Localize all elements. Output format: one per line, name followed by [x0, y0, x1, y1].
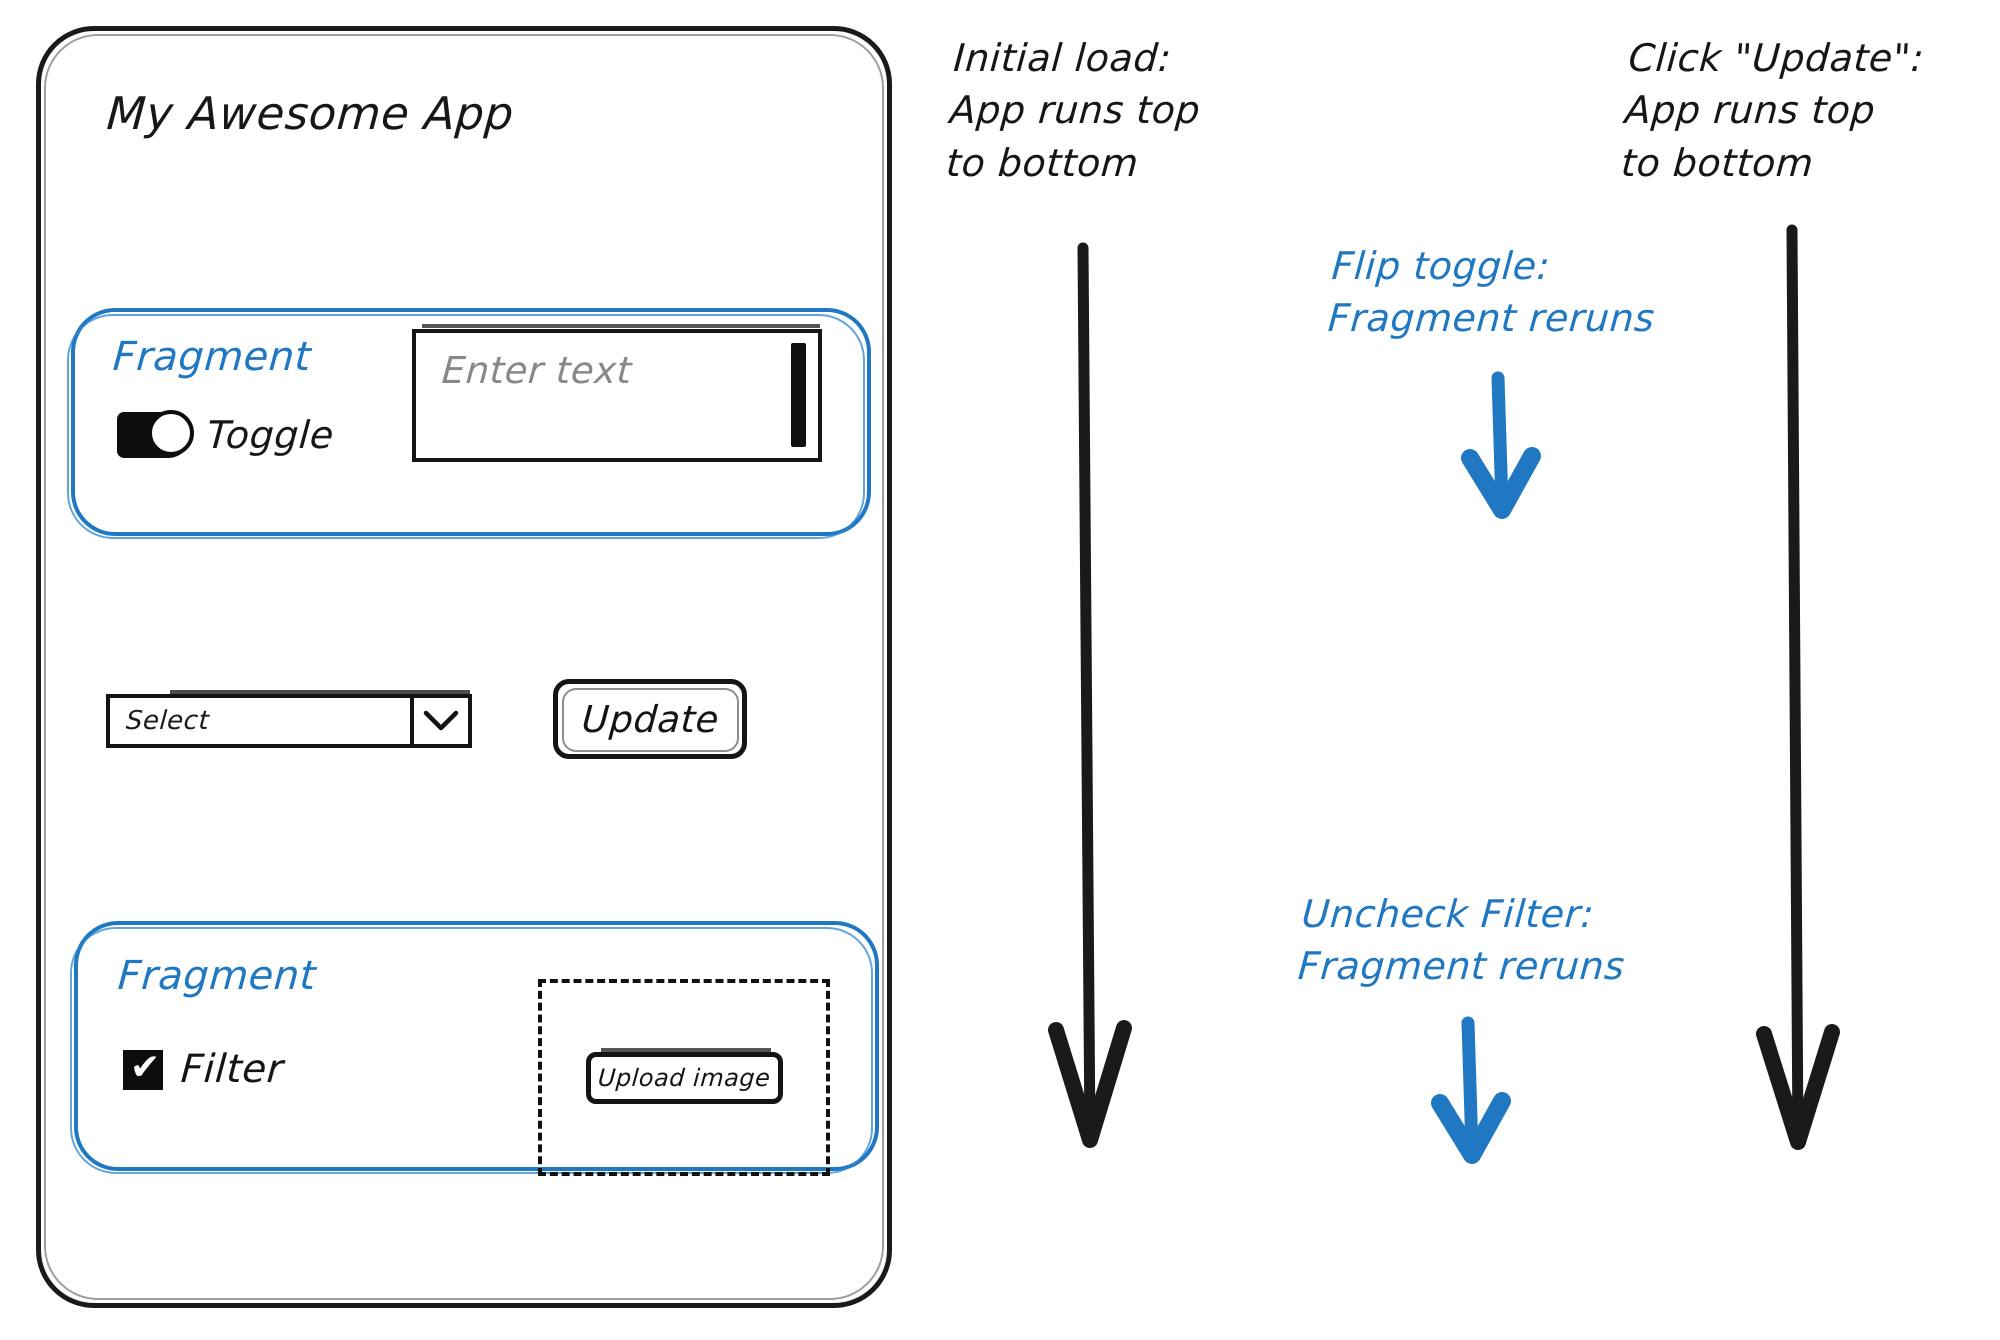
update-button[interactable]: Update	[553, 679, 747, 759]
upload-dropzone[interactable]: Upload image	[538, 979, 830, 1176]
upload-image-button-label: Upload image	[596, 1063, 772, 1092]
app-window-frame: My Awesome App Fragment Toggle Enter tex…	[36, 26, 892, 1308]
filter-row[interactable]: ✔ Filter	[123, 1046, 286, 1092]
text-input-placeholder: Enter text	[440, 349, 634, 392]
upload-image-button[interactable]: Upload image	[585, 1047, 783, 1104]
toggle-row[interactable]: Toggle	[117, 410, 336, 458]
filter-label: Filter	[179, 1047, 286, 1092]
fragment-label-top: Fragment	[111, 334, 313, 380]
arrow-initial-load-down	[1048, 242, 1132, 1148]
arrow-uncheck-filter-down	[1431, 1016, 1511, 1164]
text-input[interactable]: Enter text	[412, 324, 822, 462]
update-button-label: Update	[579, 697, 721, 741]
select-dropdown[interactable]: Select	[106, 690, 472, 748]
chevron-down-icon[interactable]	[410, 698, 468, 744]
annotation-flip-toggle: Flip toggle: Fragment reruns	[1326, 244, 1657, 341]
fragment-label-bottom: Fragment	[116, 953, 318, 999]
text-caret-icon	[791, 343, 806, 447]
page-title: My Awesome App	[105, 87, 516, 140]
fragment-container-top: Fragment Toggle Enter text	[67, 308, 871, 539]
annotation-initial-load: Initial load: App runs top to bottom	[944, 36, 1202, 185]
annotation-uncheck-filter: Uncheck Filter: Fragment reruns	[1296, 892, 1627, 989]
arrow-flip-toggle-down	[1461, 371, 1541, 519]
annotation-click-update: Click "Update": App runs top to bottom	[1619, 36, 1926, 185]
filter-checkbox[interactable]: ✔	[123, 1046, 163, 1090]
toggle-knob-icon	[148, 410, 194, 456]
toggle-label: Toggle	[205, 413, 336, 457]
checkmark-icon: ✔	[130, 1046, 161, 1088]
select-value: Select	[124, 706, 211, 736]
toggle-switch[interactable]	[117, 410, 194, 458]
arrow-click-update-down	[1756, 224, 1840, 1150]
